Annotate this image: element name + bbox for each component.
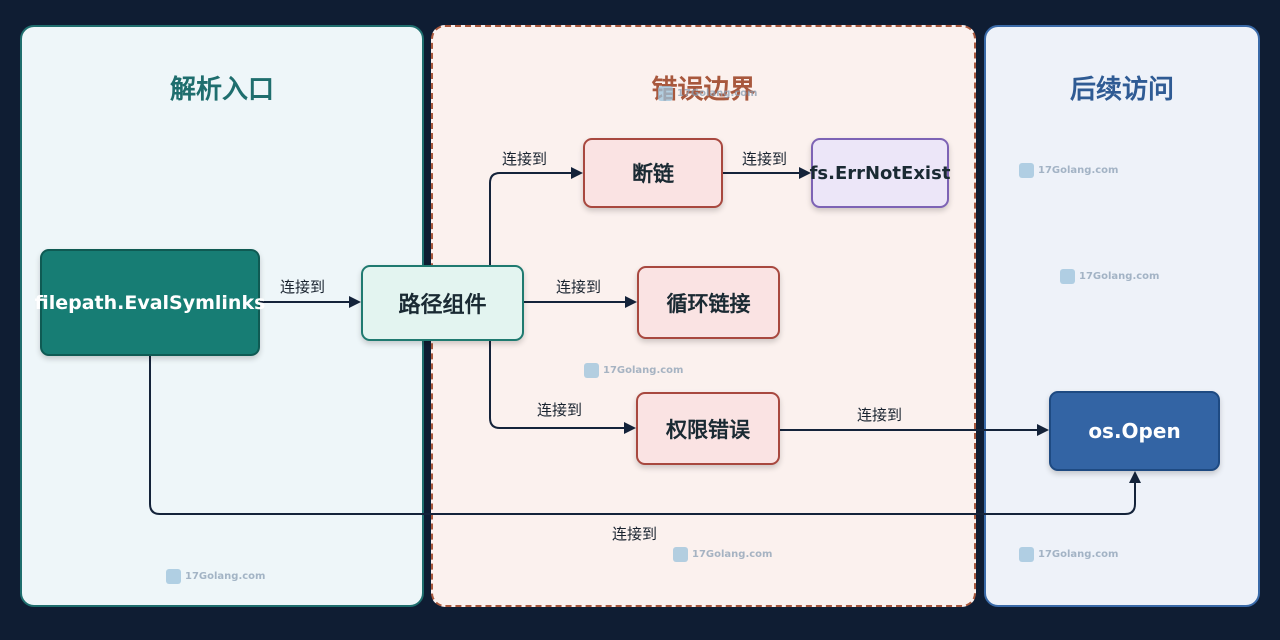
watermark-logo-icon [166,569,181,584]
watermark-logo-icon [1060,269,1075,284]
edge-path-to-perm [489,341,636,434]
node-os-open: os.Open [1049,391,1220,471]
watermark: 17Golang.com [658,86,757,101]
watermark-logo-icon [1019,163,1034,178]
node-loop-link: 循环链接 [637,266,780,339]
node-fs-errnotexist: fs.ErrNotExist [810,138,950,208]
node-broken-link: 断链 [583,138,723,208]
node-filepath-evalsymlinks: filepath.EvalSymlinks [35,249,265,356]
watermark: 17Golang.com [1060,269,1159,284]
edge-path-to-broken [489,167,583,265]
watermark: 17Golang.com [166,569,265,584]
watermark-logo-icon [1019,547,1034,562]
panel-subsequent-access: 后续访问 [984,25,1260,607]
watermark-logo-icon [673,547,688,562]
watermark: 17Golang.com [1019,163,1118,178]
edge-label-perm-to-osopen: 连接到 [857,406,903,424]
edge-label-path-to-loop: 连接到 [556,278,602,296]
node-path-component: 路径组件 [361,265,524,341]
edge-label-eval-to-path: 连接到 [280,278,326,296]
edge-label-eval-to-osopen: 连接到 [612,525,658,543]
edge-label-path-to-broken: 连接到 [502,150,548,168]
edge-eval-to-osopen [149,356,1141,515]
node-permission-error: 权限错误 [636,392,780,465]
watermark: 17Golang.com [673,547,772,562]
edge-label-path-to-perm: 连接到 [537,401,583,419]
watermark-logo-icon [584,363,599,378]
watermark: 17Golang.com [1019,547,1118,562]
watermark-logo-icon [658,86,673,101]
edge-label-broken-to-errnotexist: 连接到 [742,150,788,168]
panel-title-parse-entry: 解析入口 [169,75,274,105]
watermark: 17Golang.com [584,363,683,378]
panel-title-subsequent-access: 后续访问 [1069,75,1174,105]
